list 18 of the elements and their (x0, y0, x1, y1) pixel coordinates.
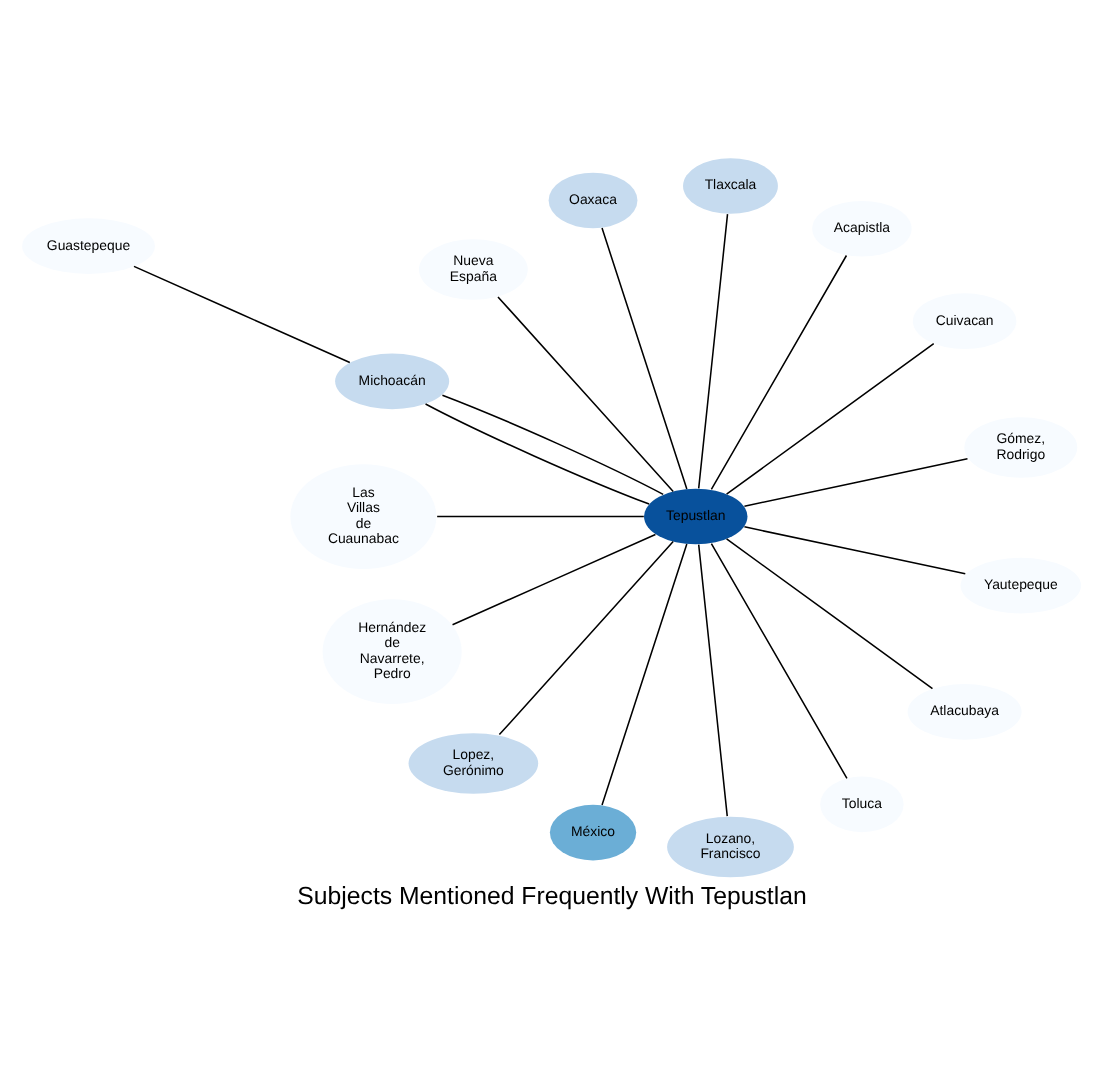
connector (743, 525, 967, 574)
connector (441, 393, 664, 495)
connector (697, 542, 728, 816)
connector (710, 253, 848, 490)
connector (743, 457, 969, 506)
connector (498, 539, 674, 735)
connector (497, 295, 674, 492)
connector (601, 542, 688, 805)
connector (133, 264, 351, 363)
diagram-title: Subjects Mentioned Frequently With Tepustlan (297, 880, 807, 909)
connector (424, 402, 650, 504)
connector (710, 541, 848, 779)
connector (725, 537, 934, 689)
connector (451, 532, 657, 625)
connector (436, 514, 645, 517)
connector (697, 212, 729, 489)
connector (601, 226, 688, 489)
connector (725, 341, 935, 494)
